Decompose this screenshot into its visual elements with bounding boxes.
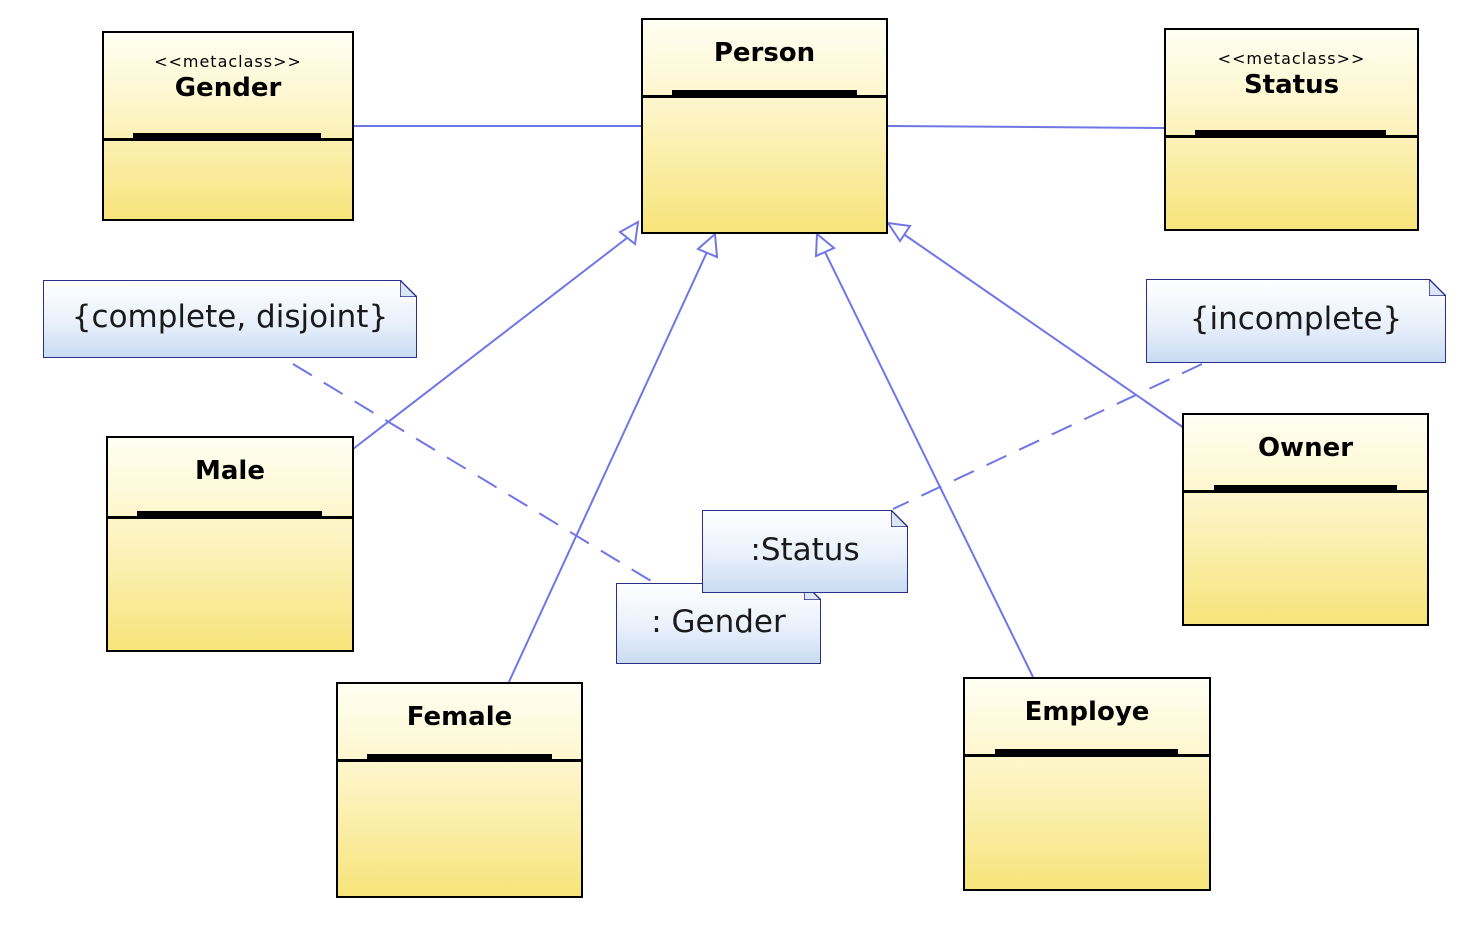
class-employe[interactable]: Employe — [963, 677, 1211, 891]
class-male-name: Male — [195, 456, 265, 486]
note-incomplete[interactable]: {incomplete} — [1146, 279, 1446, 363]
class-female-header: Female — [338, 684, 581, 762]
header-divider — [1195, 130, 1386, 135]
note-fold-corner — [400, 280, 417, 297]
header-divider — [995, 749, 1178, 754]
note-complete-disjoint[interactable]: {complete, disjoint} — [43, 280, 417, 358]
association-status-person[interactable] — [886, 125, 1167, 129]
class-female[interactable]: Female — [336, 682, 583, 898]
note-anchor-incomplete — [892, 363, 1203, 510]
class-owner[interactable]: Owner — [1182, 413, 1429, 626]
note-gender-powertype[interactable]: : Gender — [616, 583, 821, 664]
generalization-male-person[interactable] — [352, 237, 628, 450]
class-employe-name: Employe — [1024, 697, 1150, 727]
header-divider — [1214, 485, 1397, 490]
header-divider — [367, 754, 552, 759]
class-person-header: Person — [643, 20, 886, 98]
note-gender-powertype-text: : Gender — [651, 603, 786, 640]
class-employe-header: Employe — [965, 679, 1209, 757]
class-owner-name: Owner — [1257, 433, 1354, 463]
header-divider — [133, 133, 321, 138]
class-status-name: Status — [1243, 70, 1340, 100]
header-divider — [672, 90, 857, 95]
class-status-stereotype: <<metaclass>> — [1217, 49, 1366, 68]
class-owner-header: Owner — [1184, 415, 1427, 493]
generalization-female-person[interactable] — [507, 251, 708, 685]
arrowhead-employe-person — [814, 231, 836, 258]
class-status-header: <<metaclass>> Status — [1166, 30, 1417, 138]
class-gender-name: Gender — [174, 73, 282, 103]
note-status-powertype-text: :Status — [750, 531, 860, 568]
note-incomplete-text: {incomplete} — [1189, 301, 1403, 338]
class-person-name: Person — [713, 38, 816, 68]
generalization-owner-person[interactable] — [901, 232, 1185, 429]
note-status-powertype[interactable]: :Status — [702, 510, 908, 593]
arrowhead-male-person — [618, 220, 640, 246]
arrowhead-female-person — [696, 231, 719, 259]
class-male-header: Male — [108, 438, 352, 519]
class-gender-header: <<metaclass>> Gender — [104, 33, 352, 141]
generalization-employe-person[interactable] — [824, 251, 1034, 678]
class-person[interactable]: Person — [641, 18, 888, 234]
header-divider — [137, 511, 322, 516]
class-gender[interactable]: <<metaclass>> Gender — [102, 31, 354, 221]
class-status[interactable]: <<metaclass>> Status — [1164, 28, 1419, 231]
class-gender-stereotype: <<metaclass>> — [154, 52, 302, 71]
class-male[interactable]: Male — [106, 436, 354, 652]
note-complete-disjoint-text: {complete, disjoint} — [71, 299, 389, 336]
note-fold-corner — [1429, 279, 1446, 296]
note-fold-corner — [891, 510, 908, 527]
class-female-name: Female — [406, 702, 513, 732]
arrowhead-owner-person — [885, 221, 912, 243]
